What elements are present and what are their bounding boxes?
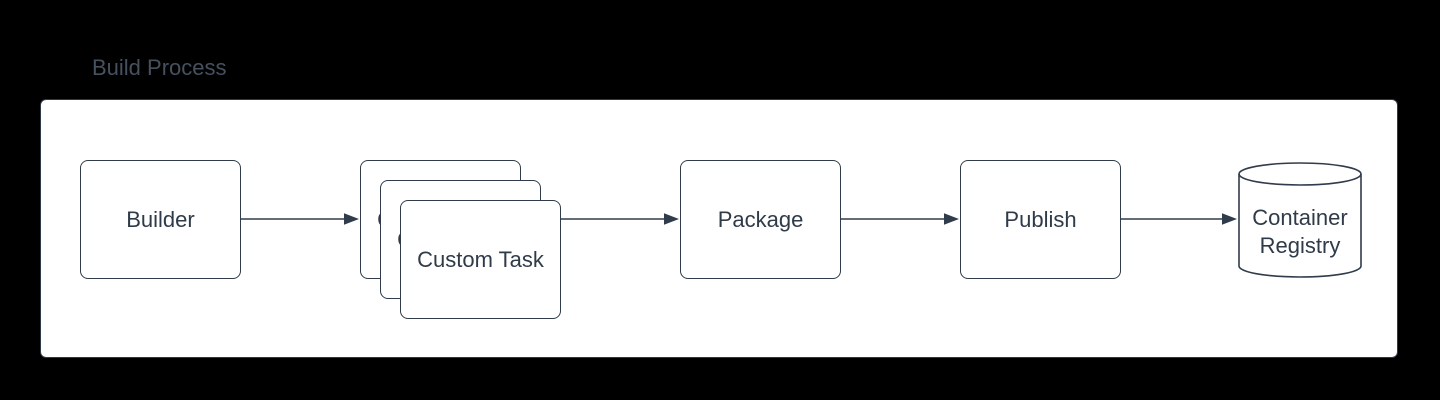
node-publish: Publish [960,160,1121,279]
node-container-registry-label: Container Registry [1252,205,1348,258]
cylinder-shape-icon [1238,162,1362,278]
node-custom-task-label: Custom Task [417,246,544,272]
node-publish-label: Publish [1004,206,1077,232]
node-builder-label: Builder [126,206,195,232]
node-builder: Builder [80,160,241,279]
node-package-label: Package [717,206,804,232]
diagram-title: Build Process [92,55,227,80]
node-custom-task: Custom Task [400,200,561,319]
node-package: Package [680,160,841,279]
node-container-registry: Container Registry [1238,162,1362,278]
